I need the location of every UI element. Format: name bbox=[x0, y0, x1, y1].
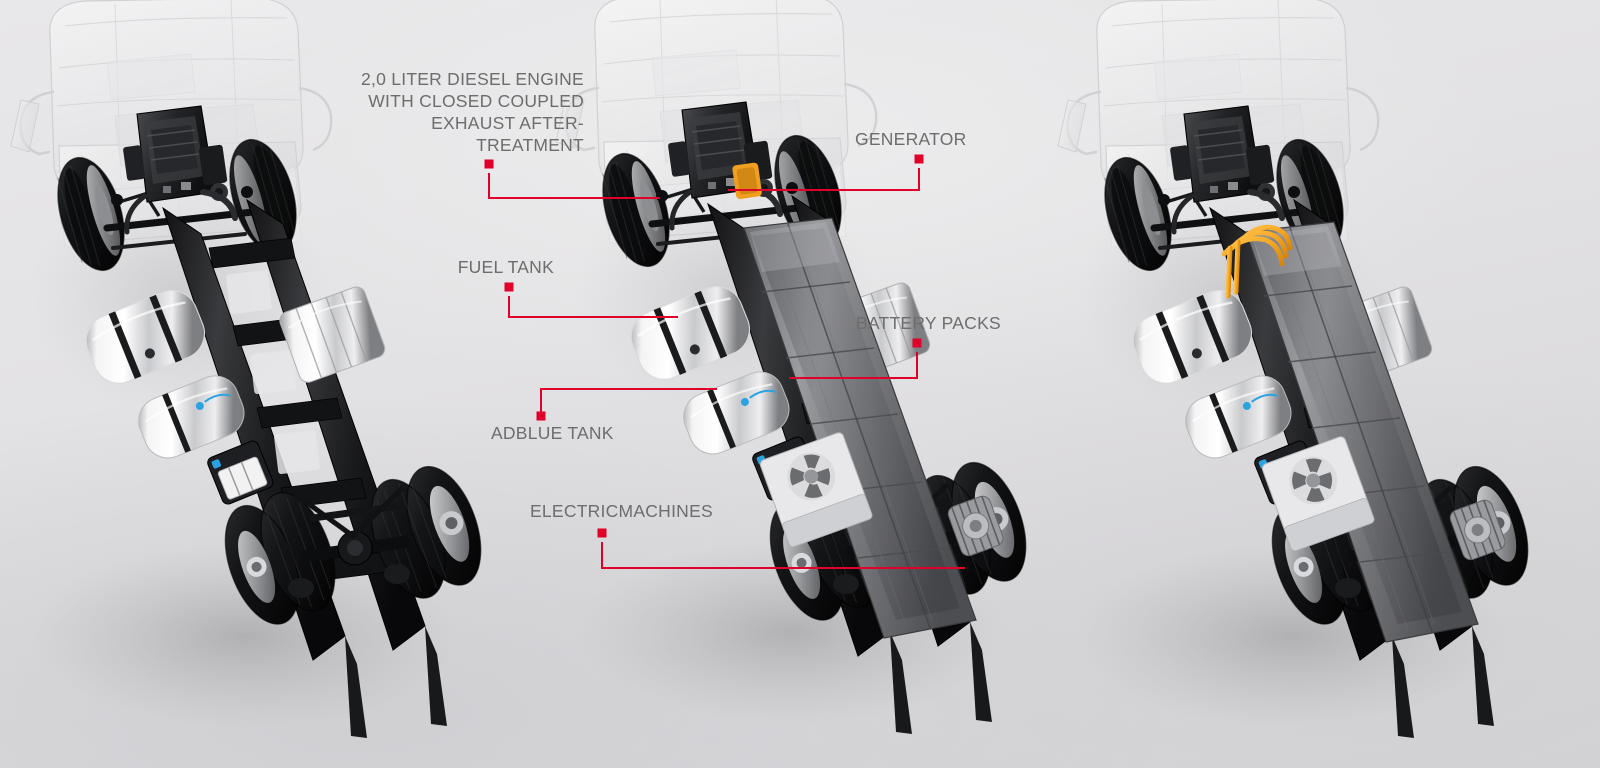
callout-label-adblue-tank: ADBLUE TANK bbox=[491, 423, 614, 443]
callout-label-generator: GENERATOR bbox=[855, 129, 967, 149]
truck-middle bbox=[556, 0, 1040, 734]
callout-label-diesel-engine: 2,0 LITER DIESEL ENGINE WITH CLOSED COUP… bbox=[361, 69, 584, 155]
truck-right bbox=[1058, 0, 1542, 738]
callout-label-electric-machines: ELECTRICMACHINES bbox=[530, 501, 713, 521]
callout-label-battery-packs: BATTERY PACKS bbox=[856, 313, 1001, 333]
hv-cable-bundle bbox=[1221, 224, 1293, 299]
callout-label-fuel-tank: FUEL TANK bbox=[457, 257, 554, 277]
